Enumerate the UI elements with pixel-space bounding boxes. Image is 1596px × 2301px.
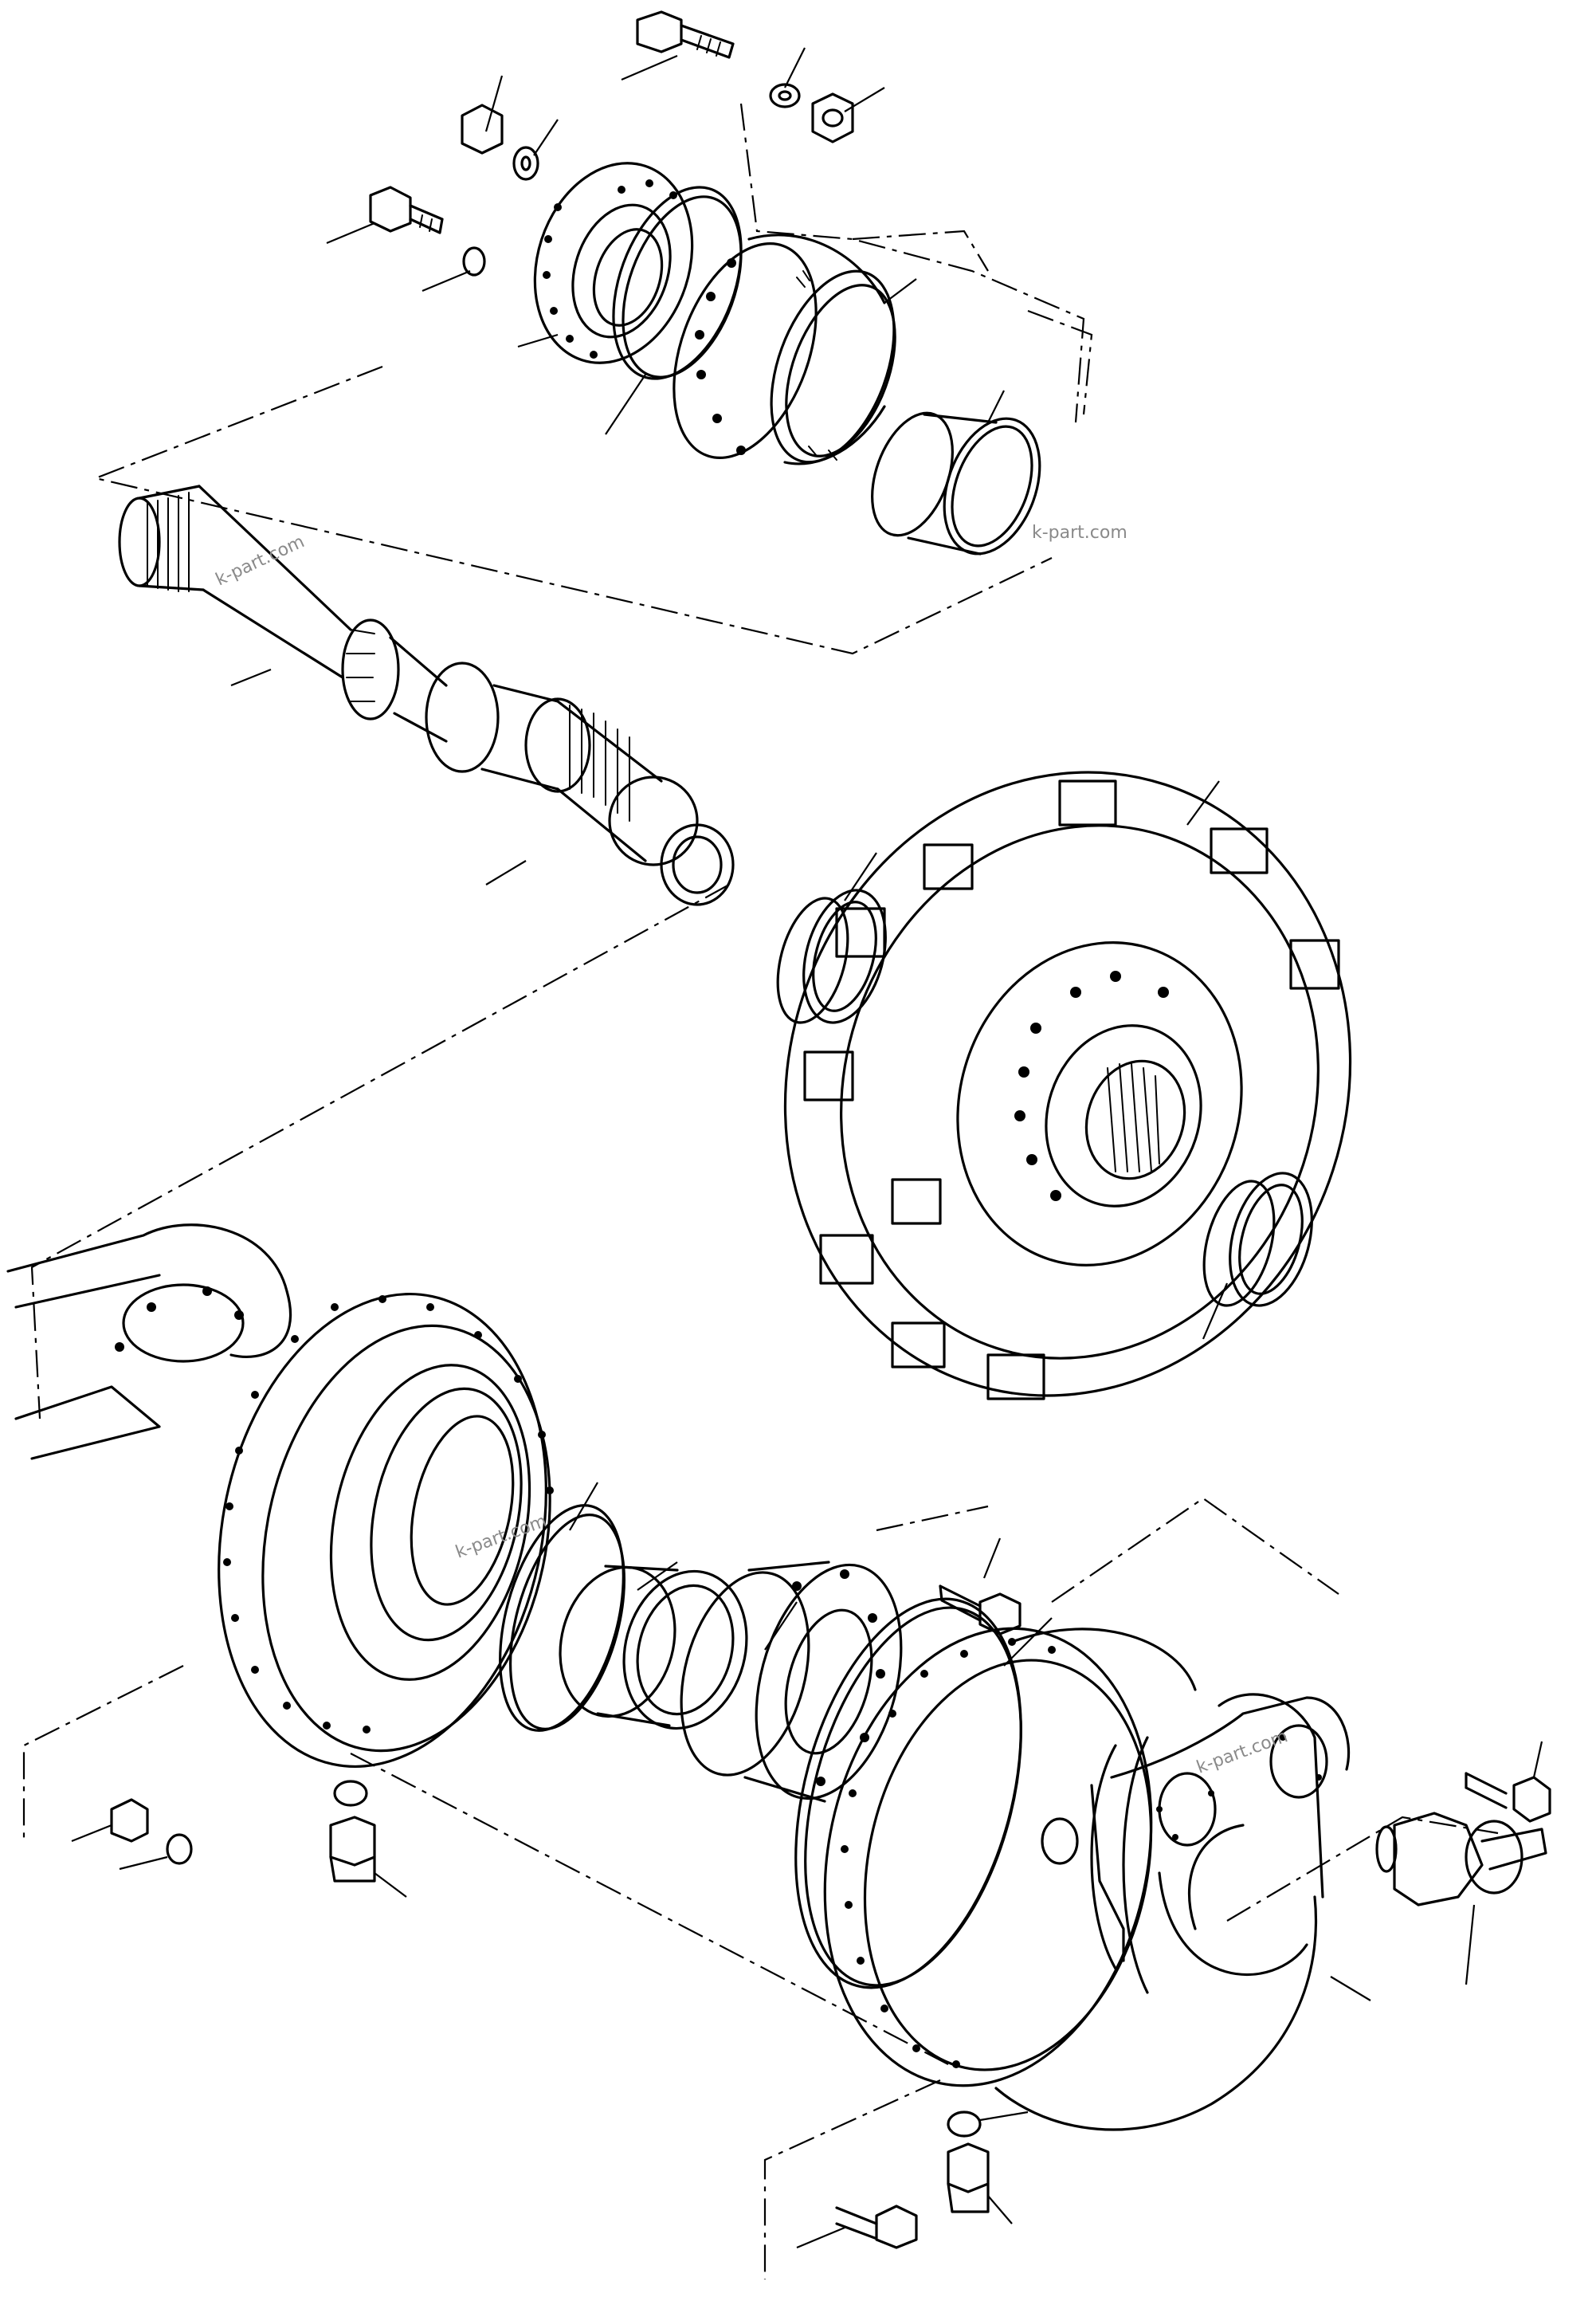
large-o-ring (794, 1597, 1022, 1989)
splined-axle-shaft (118, 485, 735, 906)
left-nut-washer (461, 104, 539, 181)
watermarks: k-part.com k-part.com k-part.com k-part.… (213, 523, 1291, 1778)
nut-washer-left (110, 1798, 193, 1865)
watermark-text: k-part.com (453, 1511, 550, 1562)
track-frame (6, 1223, 292, 1460)
assembly-lines (22, 103, 1499, 2279)
drain-plug-bottom (947, 2111, 990, 2213)
floating-seal-right (1202, 1172, 1313, 1307)
housing-bolt-part (939, 1584, 1022, 1635)
floating-seal-left (776, 889, 887, 1024)
bearing-cover-flange (533, 162, 694, 364)
final-drive-housing (823, 1627, 1351, 2131)
taper-bearing (559, 1565, 748, 1730)
seal-ring (499, 1504, 625, 1732)
bearing-race (871, 411, 1041, 556)
final-drive-mounting-flange (218, 1293, 554, 1768)
top-washer-nut (769, 83, 854, 143)
watermark-text: k-part.com (1032, 523, 1127, 543)
top-bolt-part (636, 10, 735, 59)
hydraulic-motor-fitting (1375, 1812, 1547, 1906)
bearing-housing (673, 234, 896, 465)
sprocket-drive-segment (783, 771, 1352, 1400)
hub-carrier (680, 1561, 903, 1803)
watermark-text: k-part.com (213, 532, 308, 590)
bottom-bolt-part (835, 2205, 918, 2249)
right-bolt-part (1465, 1772, 1551, 1823)
drain-plug-left (329, 1780, 376, 1883)
watermark-text: k-part.com (1194, 1726, 1291, 1777)
leader-lines (71, 47, 1543, 2249)
flange-bolt-part (369, 186, 486, 277)
